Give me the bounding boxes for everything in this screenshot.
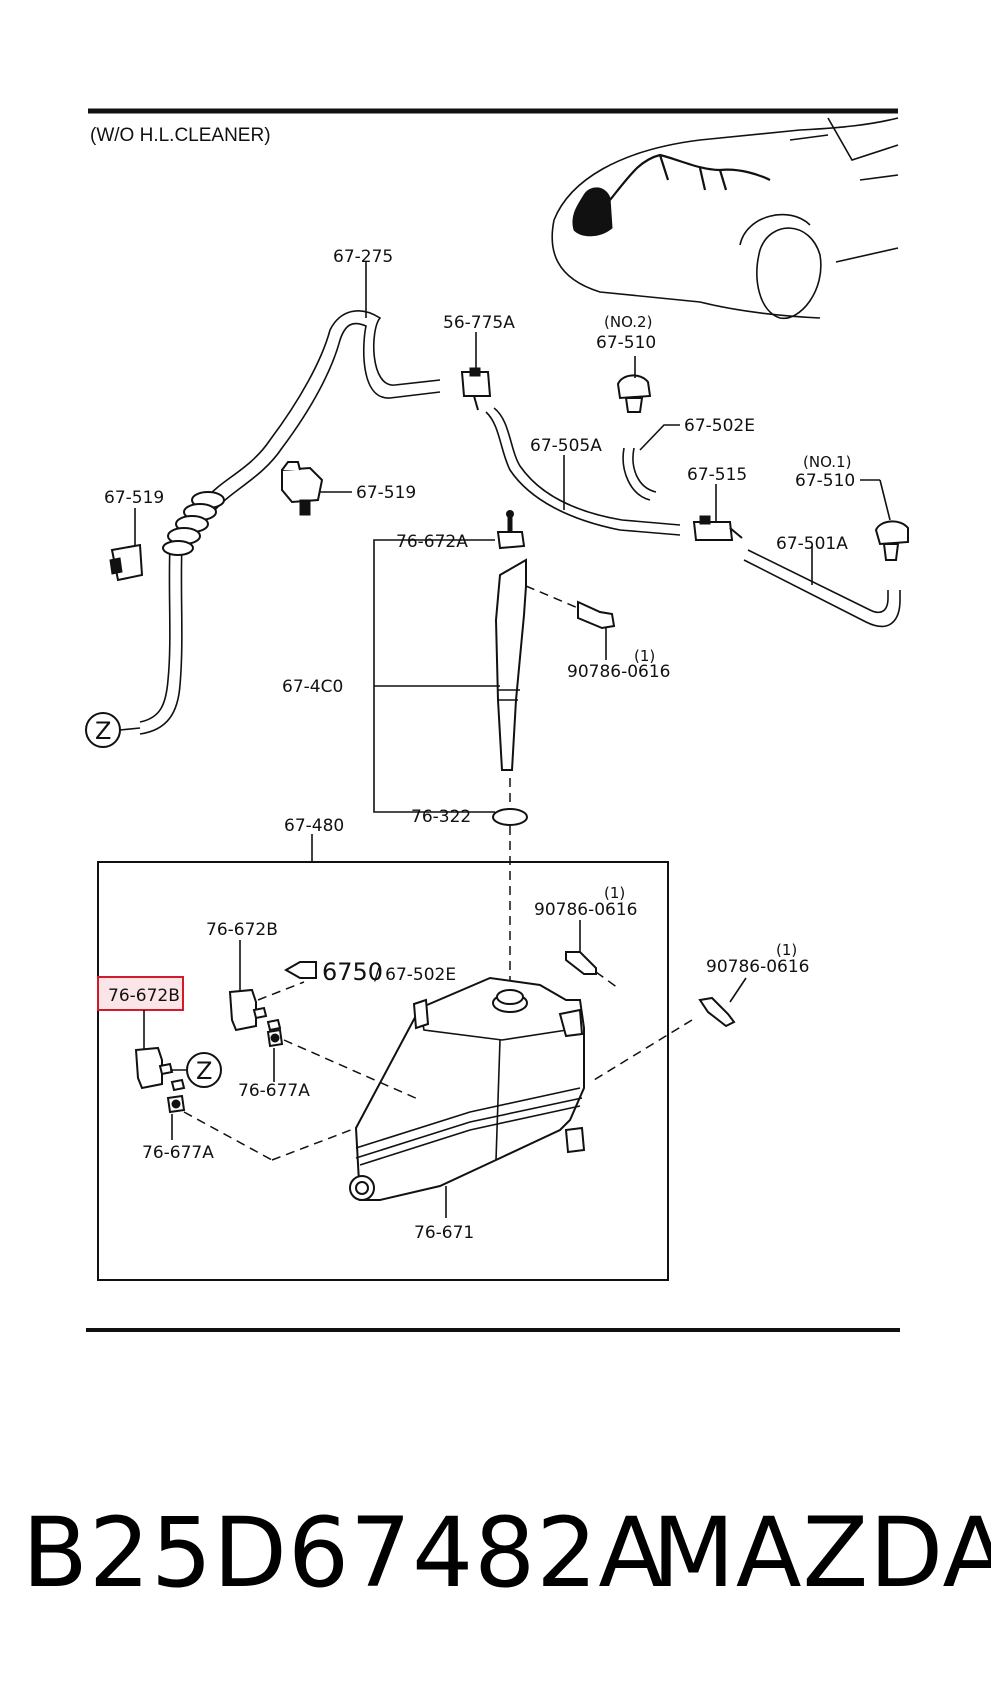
label-67-502e: 67-502E [684,416,755,436]
motor-lower-part [134,1046,186,1092]
part-number: B25D67482A [22,1497,665,1609]
hose-corrugated-sleeve [162,491,225,556]
tank-76-671-part [349,976,586,1201]
label-76-322: 76-322 [411,807,471,827]
bolt-top-part [577,600,616,630]
clip-mid-part [281,461,324,516]
bolt-mid-part [565,951,597,975]
label-no1: (NO.1) [803,453,851,471]
label-67-480: 67-480 [284,816,344,836]
label-no2: (NO.2) [604,313,652,331]
grommet-upper-part [266,1028,284,1048]
label-76-672b-upper: 76-672B [206,920,278,940]
label-bolt-right: 90786-0616 [706,957,809,977]
label-67-510-no1: 67-510 [795,471,855,491]
label-bolt-right-qty: (1) [776,941,797,959]
highlight-box [97,976,184,1011]
label-76-677a-lower: 76-677A [142,1143,214,1163]
label-76-671: 76-671 [414,1223,474,1243]
clip-left-part [109,543,144,582]
ref-suffix: / 67-502E [374,965,456,985]
joint-67-515-part [692,515,743,541]
nozzle-no2-part [616,374,652,413]
oring-part [492,808,528,826]
bolt-right-part [698,996,736,1028]
label-bolt-top: 90786-0616 [567,662,670,682]
label-bolt-mid: 90786-0616 [534,900,637,920]
label-67-515: 67-515 [687,465,747,485]
cap-76-672a-part [496,510,526,550]
label-76-677a-upper: 76-677A [238,1081,310,1101]
label-67-505a: 67-505A [530,436,602,456]
label-56-775a: 56-775A [443,313,515,333]
label-67-510-no2: 67-510 [596,333,656,353]
nozzle-no1-part [874,520,909,561]
grommet-lower-part [166,1094,186,1114]
ref-number: 6750 [322,958,383,986]
label-76-672b-highlighted[interactable]: 76-672B [108,986,180,1006]
label-67-519-mid: 67-519 [356,483,416,503]
diagram-header: (W/O H.L.CLEANER) [90,125,271,146]
label-bolt-mid-qty: (1) [604,884,625,902]
label-bolt-top-qty: (1) [634,647,655,665]
pointing-hand-icon [283,961,317,979]
brand-name: MAZDA [652,1497,991,1609]
label-67-501a: 67-501A [776,534,848,554]
hose-67-275 [139,310,441,735]
motor-upper-part [228,988,282,1032]
joint-56-775a-part [460,367,492,411]
label-67-275: 67-275 [333,247,393,267]
footer: B25D67482A MAZDA [0,1498,991,1638]
label-76-672a: 76-672A [396,532,468,552]
callout-z-lower-text: Z [196,1057,212,1085]
filler-pipe-part [494,558,527,771]
callout-z-lower [186,1052,222,1088]
callout-z-upper-text: Z [95,717,111,745]
car-outline [551,117,899,319]
label-67-519-left: 67-519 [104,488,164,508]
label-67-4c0: 67-4C0 [282,677,343,697]
assembly-box [97,861,669,1281]
